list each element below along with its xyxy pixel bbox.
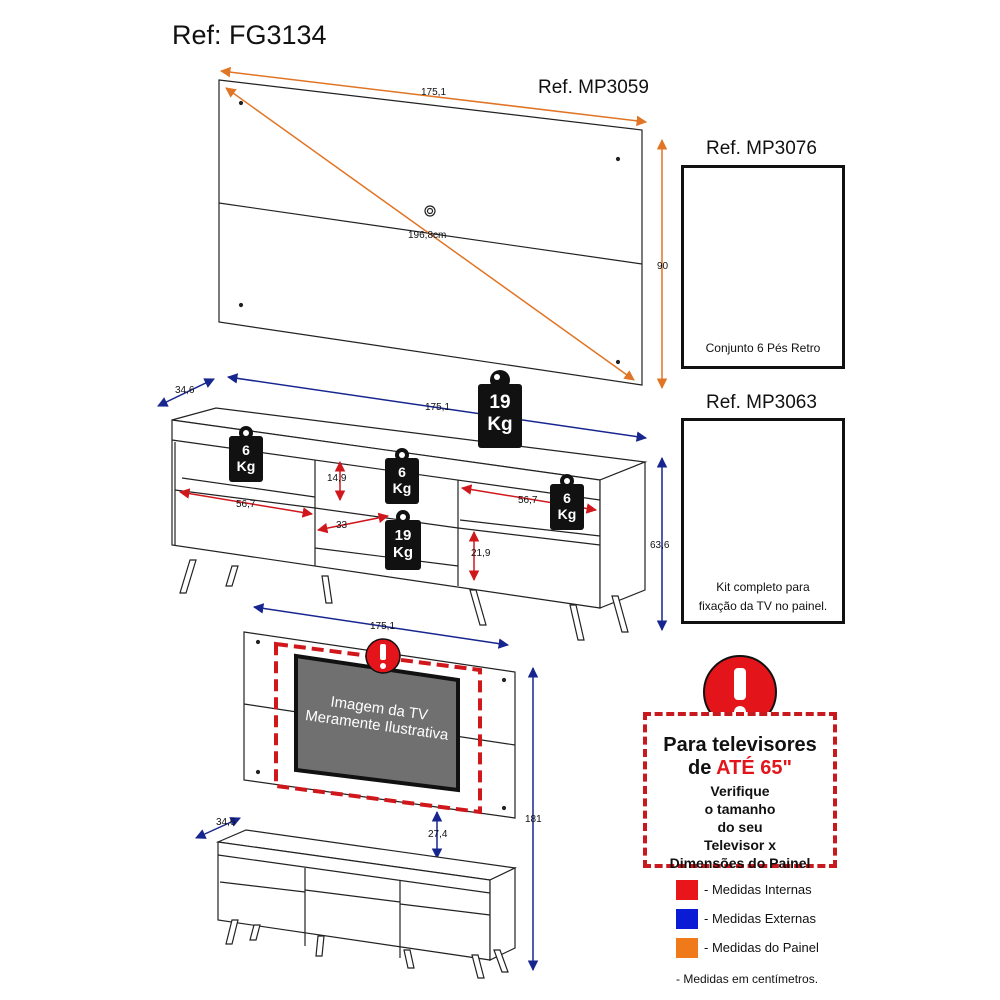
center-width-label: 33 (336, 520, 348, 531)
assembly-height-label: 181 (525, 814, 542, 825)
tv-size-alert: Para televisores de ATÉ 65" Verifique o … (643, 712, 837, 871)
left-shelf-label: 56,7 (236, 499, 256, 510)
main-reference: Ref: FG3134 (172, 20, 327, 50)
tv-image (294, 653, 460, 793)
kit-caption-line2: fixação da TV no painel. (698, 599, 828, 613)
legend-swatch-external (676, 909, 698, 929)
assembly-rack (215, 829, 518, 979)
right-shelf-label: 56,7 (518, 495, 538, 506)
center-width-arrow (316, 512, 390, 534)
alert-sub-line2: o tamanho (704, 801, 776, 817)
alert-exclamation-small (365, 638, 401, 674)
legs-reference: Ref. MP3076 (706, 138, 817, 159)
right-lower-label: 21,9 (471, 548, 491, 559)
legs-caption: Conjunto 6 Pés Retro (705, 341, 821, 355)
rack-width-label: 175,1 (425, 402, 451, 413)
panel-diagonal-arrow (225, 87, 635, 381)
alert-sub-line4: Televisor x (703, 837, 777, 853)
kit-caption-line1: Kit completo para (716, 580, 810, 594)
rack-width-arrow (226, 373, 648, 442)
panel-height-label: 90 (657, 261, 669, 272)
left-shelf-arrow (178, 488, 314, 518)
assembly-width-label: 175,1 (370, 621, 396, 632)
rack-depth-arrow (157, 378, 215, 407)
assembly-depth-arrow (195, 817, 241, 839)
panel-diagonal-label: 196,8cm (408, 230, 447, 241)
alert-sub-line1: Verifique (710, 783, 770, 799)
kit-reference: Ref. MP3063 (706, 392, 817, 413)
alert-size-highlight: ATÉ 65" (716, 757, 792, 779)
rack-height-label: 63,6 (650, 540, 670, 551)
rack-depth-label: 34,6 (175, 385, 195, 396)
units-note: - Medidas em centímetros. (676, 972, 819, 986)
assembly-depth-label: 34,6 (216, 817, 236, 828)
legend-swatch-panel (676, 938, 698, 958)
alert-title-line1: Para televisores (663, 734, 817, 756)
panel-width-label: 175,1 (421, 87, 447, 98)
center-top-label: 14,9 (327, 473, 347, 484)
tv-size-limit-frame (274, 641, 482, 815)
alert-sub-line5: Dimensões do Painel (669, 855, 811, 871)
kit-box: Kit completo para fixação da TV no paine… (681, 418, 845, 624)
assembly-gap-label: 27,4 (428, 829, 448, 840)
legs-box: Conjunto 6 Pés Retro (681, 165, 845, 369)
alert-sub-line3: do seu (717, 819, 763, 835)
assembly-width-arrow (252, 603, 510, 649)
legend-swatch-internal (676, 880, 698, 900)
alert-title-line2: de ATÉ 65" (688, 757, 792, 779)
